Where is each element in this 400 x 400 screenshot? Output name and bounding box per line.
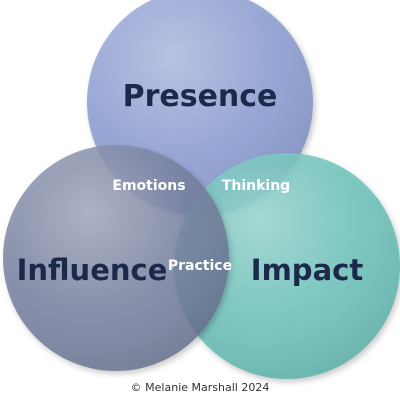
presence-label: Presence bbox=[123, 79, 278, 114]
influence-label: Influence bbox=[17, 253, 168, 287]
emotions-label: Emotions bbox=[112, 178, 185, 194]
thinking-label: Thinking bbox=[222, 178, 290, 194]
copyright-text: © Melanie Marshall 2024 bbox=[131, 381, 270, 394]
impact-label: Impact bbox=[251, 253, 364, 287]
practice-label: Practice bbox=[168, 258, 232, 274]
